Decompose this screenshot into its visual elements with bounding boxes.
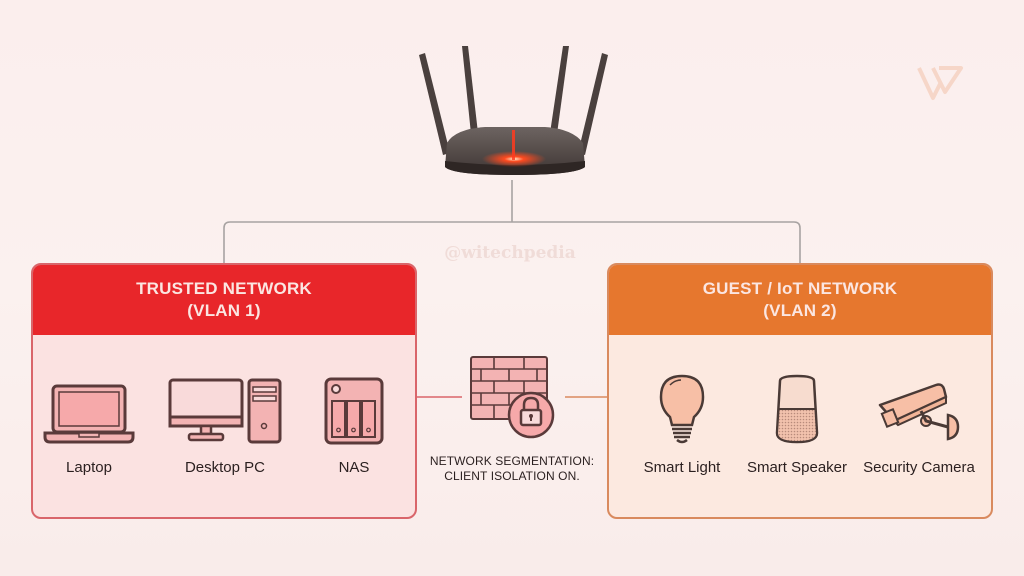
smart-speaker-icon — [775, 374, 819, 444]
device-label: Desktop PC — [184, 459, 266, 476]
nas-icon — [324, 377, 384, 445]
trusted-network-header: TRUSTED NETWORK (VLAN 1) — [33, 265, 415, 335]
trusted-network-panel: TRUSTED NETWORK (VLAN 1) Laptop — [31, 263, 417, 519]
firewall-lock-icon — [470, 356, 555, 439]
brand-logo-icon — [917, 66, 963, 100]
trusted-network-title: TRUSTED NETWORK — [136, 279, 312, 298]
segmentation-caption-line1: NETWORK SEGMENTATION: — [429, 454, 595, 468]
desktop-pc-icon — [168, 378, 282, 444]
watermark-text: @witechpedia — [444, 243, 576, 263]
status-led — [512, 130, 515, 160]
device-label: Smart Light — [643, 459, 721, 476]
device-nas: NAS — [294, 365, 414, 476]
device-label: NAS — [338, 459, 370, 476]
smart-light-icon — [659, 374, 705, 444]
segmentation-caption: NETWORK SEGMENTATION: CLIENT ISOLATION O… — [420, 454, 604, 484]
device-label: Smart Speaker — [746, 459, 848, 476]
security-camera-icon — [878, 383, 960, 441]
segmentation-caption-line2: CLIENT ISOLATION ON. — [444, 469, 580, 483]
device-desktop-pc: Desktop PC — [165, 365, 285, 476]
device-smart-speaker: Smart Speaker — [737, 365, 857, 476]
guest-network-vlan: (VLAN 2) — [763, 301, 837, 320]
trusted-network-vlan: (VLAN 1) — [187, 301, 261, 320]
wifi-router-icon — [419, 46, 608, 175]
router-antennas — [419, 46, 608, 155]
device-laptop: Laptop — [33, 365, 149, 476]
guest-iot-network-panel: GUEST / IoT NETWORK (VLAN 2) Smart Light — [607, 263, 993, 519]
network-segmentation: NETWORK SEGMENTATION: CLIENT ISOLATION O… — [420, 355, 604, 484]
device-security-camera: Security Camera — [859, 365, 979, 476]
guest-network-title: GUEST / IoT NETWORK — [702, 279, 898, 298]
device-smart-light: Smart Light — [622, 365, 742, 476]
guest-network-header: GUEST / IoT NETWORK (VLAN 2) — [609, 265, 991, 335]
device-label: Laptop — [66, 459, 112, 476]
device-label: Security Camera — [863, 459, 975, 476]
laptop-icon — [43, 384, 135, 444]
